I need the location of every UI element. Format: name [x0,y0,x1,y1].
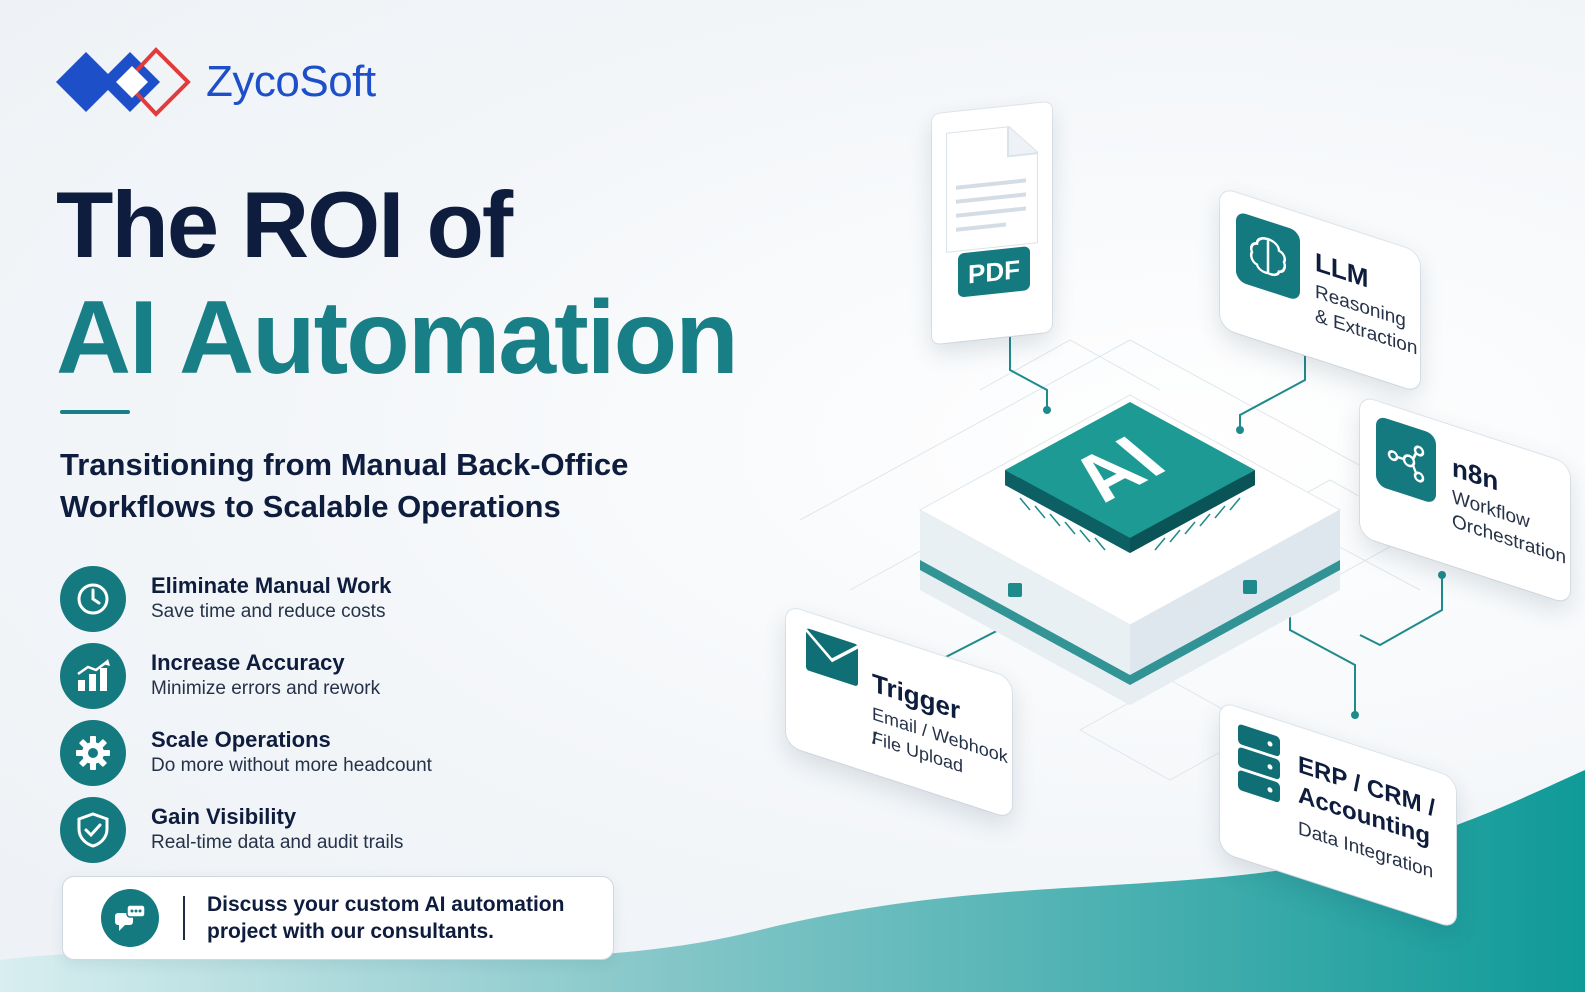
benefit-item: Gain Visibility Real-time data and audit… [60,791,580,868]
benefit-desc: Real-time data and audit trails [151,831,404,853]
shield-check-icon [60,796,126,863]
chat-bubbles-icon [101,889,159,947]
subheadline: Transitioning from Manual Back-Office Wo… [60,447,629,524]
cta-divider [183,896,185,940]
benefit-title: Increase Accuracy [151,649,345,675]
benefit-title: Scale Operations [151,726,331,752]
n8n-card: n8n Workflow Orchestration [1360,395,1570,605]
zycosoft-logo-icon [56,47,191,117]
benefit-desc: Do more without more headcount [151,754,432,776]
headline-line2: AI Automation [56,280,739,396]
brand-logo[interactable]: ZycoSoft [56,42,376,122]
pdf-badge: PDF [958,246,1030,298]
benefit-item: Increase Accuracy Minimize errors and re… [60,637,580,714]
brand-name: ZycoSoft [206,57,376,106]
headline-divider [60,410,130,414]
envelope-icon [804,625,860,694]
clock-icon [60,565,126,632]
consultation-cta[interactable]: Discuss your custom AI automation projec… [62,876,614,960]
erp-crm-card: ERP / CRM / Accounting Data Integration [1220,701,1456,929]
benefit-title: Eliminate Manual Work [151,572,392,598]
benefit-desc: Save time and reduce costs [151,600,386,622]
cta-text: Discuss your custom AI automation projec… [207,893,565,943]
pdf-document-card: PDF [932,101,1052,345]
automation-diagram: AI PDF LLM Reasoning & Extraction n8n [700,90,1585,992]
document-lines-icon [946,125,1038,253]
benefits-list: Eliminate Manual Work Save time and redu… [60,560,580,868]
bar-chart-icon [60,642,126,709]
trigger-card: Trigger Email / Webhook / File Upload [786,605,1012,819]
benefit-item: Scale Operations Do more without more he… [60,714,580,791]
benefit-desc: Minimize errors and rework [151,677,381,699]
llm-card: LLM Reasoning & Extraction [1220,187,1420,393]
headline-line1: The ROI of [56,172,513,277]
benefit-title: Gain Visibility [151,803,297,829]
gear-icon [60,719,126,786]
diagram-connectors [799,311,1461,781]
workflow-nodes-icon [1376,415,1436,505]
database-icon [1236,721,1282,811]
benefit-item: Eliminate Manual Work Save time and redu… [60,560,580,637]
brain-icon [1236,210,1300,302]
